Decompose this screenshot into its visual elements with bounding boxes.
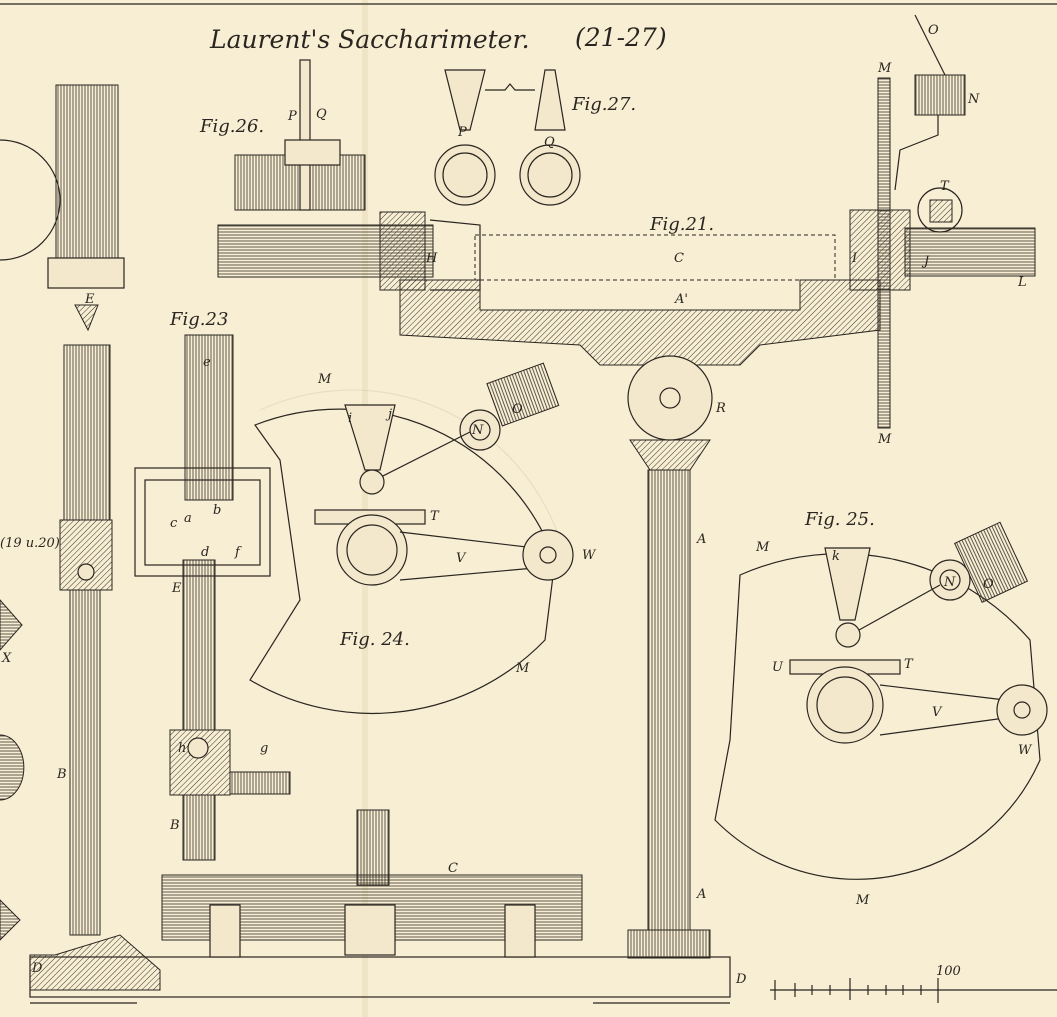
fig23-assembly: [134, 334, 291, 861]
letter: R: [715, 401, 726, 416]
prism-shape-2: [0, 899, 21, 941]
letter: A: [696, 887, 706, 902]
scale-label: 100: [936, 964, 961, 979]
letter: D: [31, 961, 43, 976]
side-reference: (19 u.20): [0, 536, 60, 551]
letter: N: [471, 423, 484, 438]
letter: T: [904, 657, 914, 672]
letter: B: [169, 818, 180, 833]
fig24-assembly: [249, 362, 574, 715]
letter: H: [425, 251, 438, 266]
fig27-label: Fig.27.: [571, 94, 636, 115]
letter: J: [921, 254, 930, 269]
letter: f: [234, 545, 242, 560]
letter: M: [317, 372, 332, 387]
letter: T: [940, 179, 950, 194]
letter: a: [184, 511, 192, 526]
letter: d: [201, 545, 209, 560]
letter: M: [877, 61, 892, 76]
letter: h: [178, 741, 186, 756]
letter: E: [84, 292, 95, 307]
letter: P: [457, 125, 467, 140]
letter: b: [213, 503, 221, 518]
letter: V: [456, 551, 467, 566]
letter: M: [515, 661, 530, 676]
letter: g: [260, 741, 268, 756]
letter: Q: [316, 107, 327, 122]
lower-tube-assembly: [161, 809, 583, 958]
letter: e: [203, 355, 211, 370]
letter: Q: [544, 135, 555, 150]
letter: L: [1017, 275, 1027, 290]
letter: A: [696, 532, 706, 547]
letter: W: [1018, 743, 1033, 758]
letter: M: [877, 432, 892, 447]
fig26-27-drawings: [234, 59, 581, 211]
letter: W: [582, 548, 597, 563]
letter: C: [674, 251, 684, 266]
letter: A': [674, 292, 688, 307]
letter: O: [928, 23, 939, 38]
left-column-assembly: [29, 84, 161, 991]
plate-title: Laurent's Saccharimeter.: [209, 25, 530, 54]
letter: O: [512, 402, 523, 417]
letter: X: [1, 651, 12, 666]
letter: k: [832, 549, 840, 564]
letter: E: [171, 581, 182, 596]
letter: D: [735, 972, 747, 987]
base-plate: [29, 956, 731, 998]
plate-figure-range: (21-27): [575, 23, 667, 52]
letter: N: [967, 92, 980, 107]
fig26-label: Fig.26.: [199, 116, 264, 137]
fig25-label: Fig. 25.: [804, 509, 875, 530]
partial-circle: [0, 139, 61, 261]
letter: c: [170, 516, 178, 531]
fig24-label: Fig. 24.: [339, 629, 410, 650]
letter: T: [430, 509, 440, 524]
fig23-label: Fig.23: [169, 309, 228, 330]
letter: P: [287, 109, 297, 124]
lens-shape: [0, 734, 25, 801]
letter: N: [943, 575, 956, 590]
letter: O: [983, 577, 994, 592]
letter: j: [385, 407, 392, 422]
fig25-assembly: [714, 521, 1048, 880]
letter: I: [851, 251, 858, 266]
letter: i: [348, 411, 352, 426]
fig21-assembly: [217, 14, 1036, 959]
letter: C: [448, 861, 458, 876]
letter: B: [56, 767, 67, 782]
fig21-label: Fig.21.: [649, 214, 714, 235]
letter: U: [772, 660, 784, 675]
letter: M: [755, 540, 770, 555]
letter: V: [932, 705, 943, 720]
scale-bar: [770, 978, 1057, 1003]
letter: M: [855, 893, 870, 908]
prism-shape: [0, 599, 23, 651]
